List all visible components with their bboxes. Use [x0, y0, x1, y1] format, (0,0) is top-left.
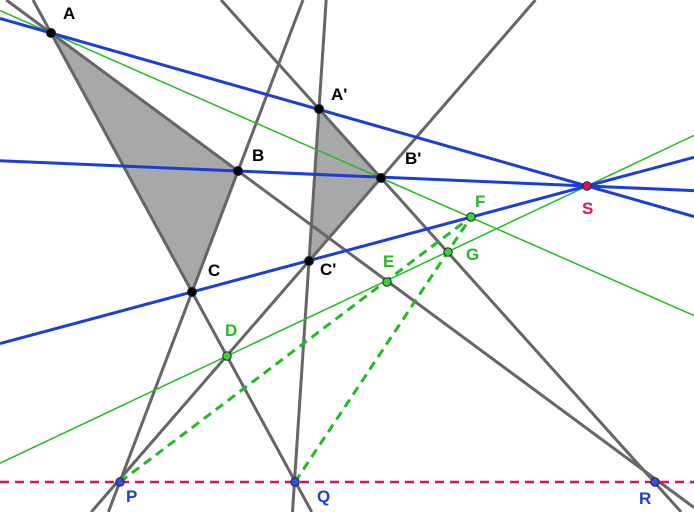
- label-f: F: [475, 192, 485, 211]
- triangle-a1b1c1: [309, 109, 381, 261]
- point-a: [46, 28, 56, 38]
- label-e: E: [383, 252, 394, 271]
- label-d: D: [225, 321, 237, 340]
- line-ds: [0, 134, 694, 464]
- point-d: [222, 351, 232, 361]
- point-c: [187, 287, 197, 297]
- line-bs: [0, 159, 694, 193]
- line-as: [0, 16, 694, 218]
- label-r: R: [639, 489, 651, 508]
- label-a1: A': [331, 85, 347, 104]
- line-bc: [106, 0, 305, 512]
- line-b1c1: [90, 0, 537, 512]
- point-f: [466, 212, 476, 222]
- line-a1b1: [219, 0, 683, 512]
- label-c1: C': [320, 260, 336, 279]
- line-cs: [0, 155, 694, 345]
- point-b: [233, 166, 243, 176]
- label-b1: B': [405, 149, 421, 168]
- label-b: B: [252, 146, 264, 165]
- triangle-abc: [51, 33, 238, 292]
- label-a: A: [63, 4, 75, 23]
- segment-pf: [119, 215, 472, 484]
- point-q: [290, 477, 300, 487]
- label-p: P: [126, 487, 137, 506]
- line-ac: [31, 0, 314, 512]
- point-c1: [304, 256, 314, 266]
- point-b1: [376, 173, 386, 183]
- line-ab1: [0, 9, 694, 317]
- point-e: [382, 277, 392, 287]
- line-a1c1: [290, 0, 328, 512]
- point-s: [582, 181, 592, 191]
- segment-qf: [293, 216, 473, 483]
- point-a1: [314, 104, 324, 114]
- line-ab: [5, 0, 694, 509]
- label-g: G: [466, 245, 479, 264]
- point-p: [115, 477, 125, 487]
- label-c: C: [208, 261, 220, 280]
- label-s: S: [582, 199, 593, 218]
- point-r: [650, 477, 660, 487]
- label-q: Q: [317, 487, 330, 506]
- point-g: [443, 247, 453, 257]
